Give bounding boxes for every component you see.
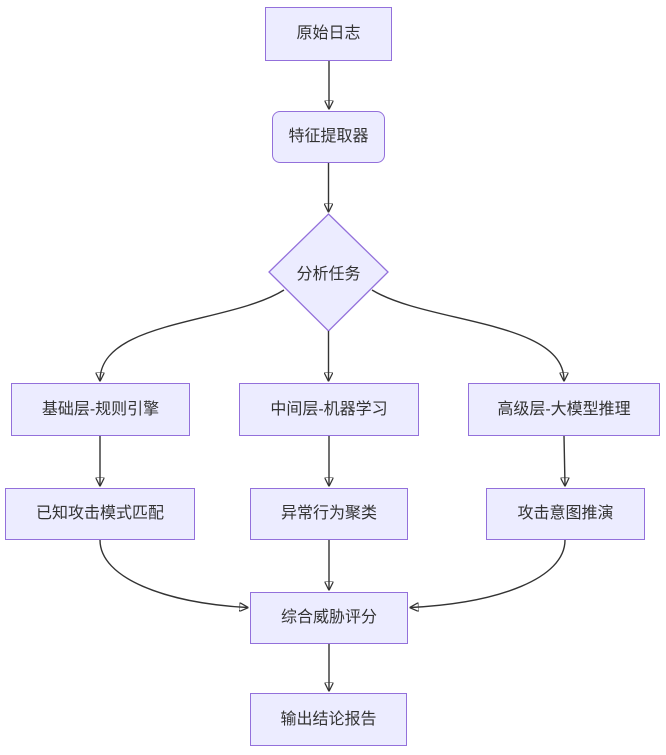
edge-attack-intent-to-threat-score [411, 539, 566, 608]
node-final-report: 输出结论报告 [250, 693, 407, 746]
node-feature-extractor: 特征提取器 [272, 111, 385, 163]
node-analysis-task-label: 分析任务 [296, 266, 361, 283]
node-analysis-task: 分析任务 [268, 256, 389, 288]
node-rule-engine-layer: 基础层-规则引擎 [11, 383, 190, 436]
node-raw-logs-label: 原始日志 [296, 25, 361, 42]
node-composite-threat-score-label: 综合威胁评分 [280, 609, 377, 626]
node-anomaly-behavior-clustering: 异常行为聚类 [250, 488, 408, 540]
node-feature-extractor-label: 特征提取器 [288, 128, 369, 145]
node-rule-engine-layer-label: 基础层-规则引擎 [41, 400, 160, 418]
node-llm-reasoning-layer-label: 高级层-大模型推理 [497, 400, 631, 418]
edge-analysis-task-to-llm-reasoning-layer [371, 289, 564, 381]
node-raw-logs: 原始日志 [265, 7, 392, 61]
node-final-report-label: 输出结论报告 [280, 710, 377, 728]
node-composite-threat-score: 综合威胁评分 [250, 592, 408, 644]
node-known-attack-pattern-matching-label: 已知攻击模式匹配 [35, 505, 164, 522]
node-machine-learning-layer: 中间层-机器学习 [239, 383, 419, 436]
node-llm-reasoning-layer: 高级层-大模型推理 [468, 383, 660, 436]
edge-analysis-task-to-rule-engine-layer [100, 289, 285, 381]
edge-known-attack-to-threat-score [99, 539, 248, 608]
node-machine-learning-layer-label: 中间层-机器学习 [270, 400, 388, 418]
node-anomaly-behavior-clustering-label: 异常行为聚类 [280, 505, 377, 522]
node-known-attack-pattern-matching: 已知攻击模式匹配 [5, 488, 195, 540]
node-attack-intent-deduction: 攻击意图推演 [486, 488, 645, 540]
edge-llm-layer-to-attack-intent [564, 435, 565, 486]
node-attack-intent-deduction-label: 攻击意图推演 [517, 505, 614, 522]
